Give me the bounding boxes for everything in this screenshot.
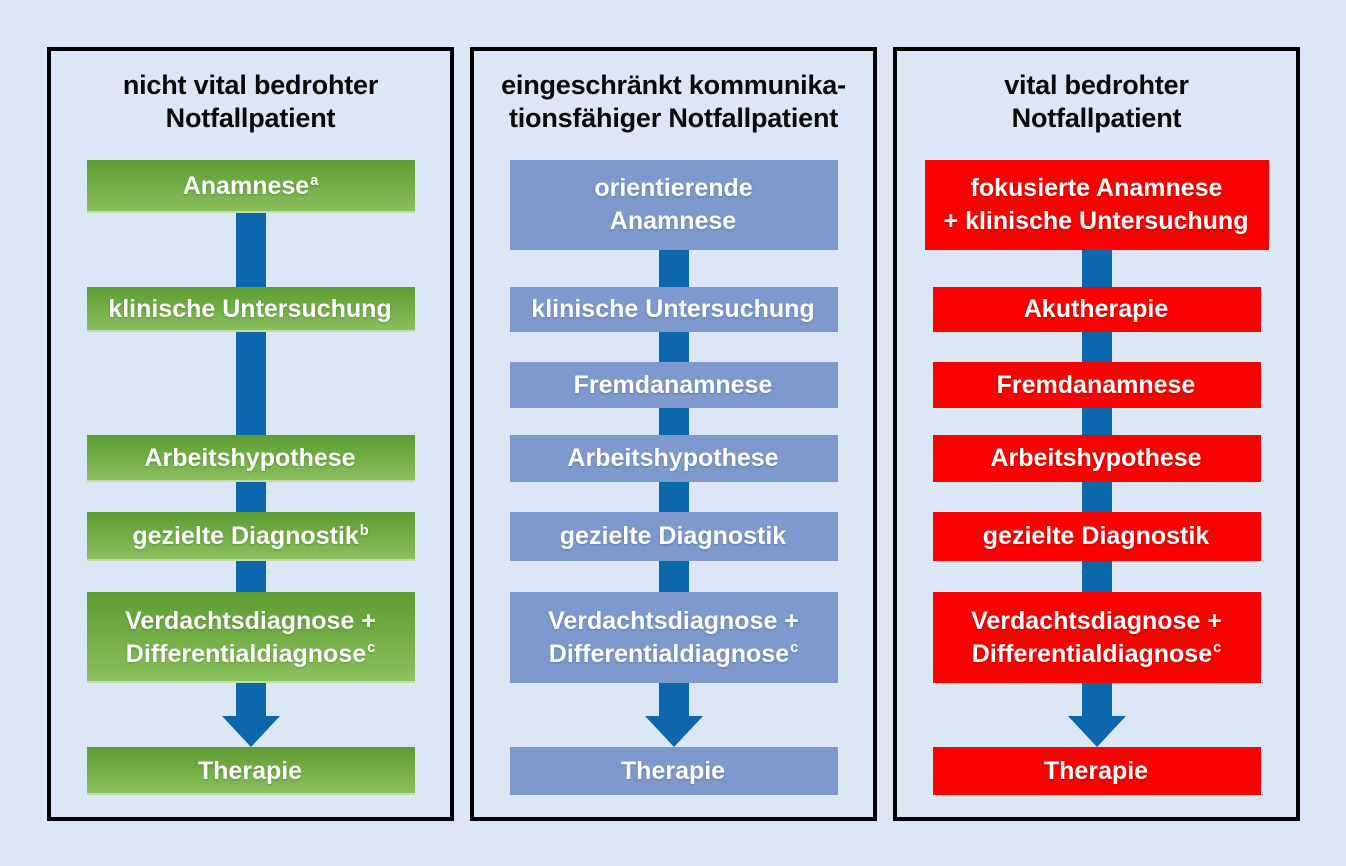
- box-label: Verdachtsdiagnose + Differentialdiagnose: [125, 606, 376, 668]
- panel-vital-bedroht: vital bedrohter Notfallpatient fokusiert…: [893, 47, 1300, 821]
- box-fremdanamnese: Fremdanamnese: [509, 362, 838, 408]
- box-label: Fremdanamnese: [996, 370, 1196, 399]
- box-label: Verdachtsdiagnose + Differentialdiagnose: [971, 606, 1222, 668]
- box-verdachtsdiagnose: Verdachtsdiagnose + Differentialdiagnose…: [932, 592, 1261, 683]
- flow-arrow-head-icon: [221, 716, 280, 747]
- box-verdachtsdiagnose: Verdachtsdiagnose + Differentialdiagnose…: [509, 592, 838, 683]
- box-label: Verdachtsdiagnose + Differentialdiagnose: [548, 606, 799, 668]
- box-superscript: c: [1213, 640, 1222, 657]
- box-therapie: Therapie: [932, 747, 1261, 795]
- box-label: Therapie: [1043, 756, 1149, 785]
- box-fremdanamnese: Fremdanamnese: [932, 362, 1261, 408]
- panel-title: eingeschränkt kommunika- tionsfähiger No…: [501, 70, 846, 133]
- box-label: klinische Untersuchung: [531, 295, 815, 323]
- box-label: gezielte Diagnostik: [982, 522, 1210, 550]
- box-superscript: a: [310, 172, 319, 189]
- panel-title: vital bedrohter Notfallpatient: [1004, 70, 1189, 133]
- box-gezielte-diagnostik: gezielte Diagnostik: [932, 512, 1261, 561]
- box-label: Arbeitshypothese: [990, 444, 1202, 472]
- box-label: Fremdanamnese: [573, 370, 773, 399]
- box-verdachtsdiagnose: Verdachtsdiagnose + Differentialdiagnose…: [86, 592, 415, 683]
- box-label: Therapie: [620, 756, 726, 785]
- box-gezielte-diagnostik: gezielte Diagnostikb: [86, 512, 415, 561]
- box-therapie: Therapie: [509, 747, 838, 795]
- box-label: klinische Untersuchung: [108, 295, 392, 323]
- box-label: Arbeitshypothese: [144, 444, 356, 472]
- box-label: Arbeitshypothese: [567, 444, 779, 472]
- box-superscript: c: [790, 640, 799, 657]
- box-arbeitshypothese: Arbeitshypothese: [86, 435, 415, 482]
- panel-eingeschraenkt-kommunikationsfaehig: eingeschränkt kommunika- tionsfähiger No…: [470, 47, 877, 821]
- box-label: orientierende Anamnese: [594, 174, 753, 235]
- box-klinische-untersuchung: klinische Untersuchung: [86, 287, 415, 332]
- box-akutherapie: Akutherapie: [932, 287, 1261, 332]
- box-gezielte-diagnostik: gezielte Diagnostik: [509, 512, 838, 561]
- box-orientierende-anamnese: orientierende Anamnese: [509, 160, 838, 250]
- box-therapie: Therapie: [86, 747, 415, 795]
- box-label: Therapie: [197, 756, 303, 785]
- box-klinische-untersuchung: klinische Untersuchung: [509, 287, 838, 332]
- box-label: gezielte Diagnostik: [559, 522, 787, 550]
- panel-title: nicht vital bedrohter Notfallpatient: [122, 70, 379, 133]
- box-label: Akutherapie: [1023, 295, 1169, 323]
- flow-arrow-head-icon: [644, 716, 703, 747]
- box-label: Anamnese: [182, 172, 310, 200]
- panel-nicht-vital-bedroht: nicht vital bedrohter Notfallpatient Ana…: [47, 47, 454, 821]
- box-arbeitshypothese: Arbeitshypothese: [509, 435, 838, 482]
- box-label: gezielte Diagnostik: [132, 522, 359, 550]
- box-superscript: b: [359, 522, 369, 539]
- box-anamnese: Anamnesea: [86, 160, 415, 213]
- box-superscript: c: [367, 640, 376, 657]
- box-fokusierte-anamnese: fokusierte Anamnese + klinische Untersuc…: [924, 160, 1269, 250]
- flow-arrow-head-icon: [1067, 716, 1126, 747]
- box-arbeitshypothese: Arbeitshypothese: [932, 435, 1261, 482]
- box-label: fokusierte Anamnese + klinische Untersuc…: [943, 174, 1249, 235]
